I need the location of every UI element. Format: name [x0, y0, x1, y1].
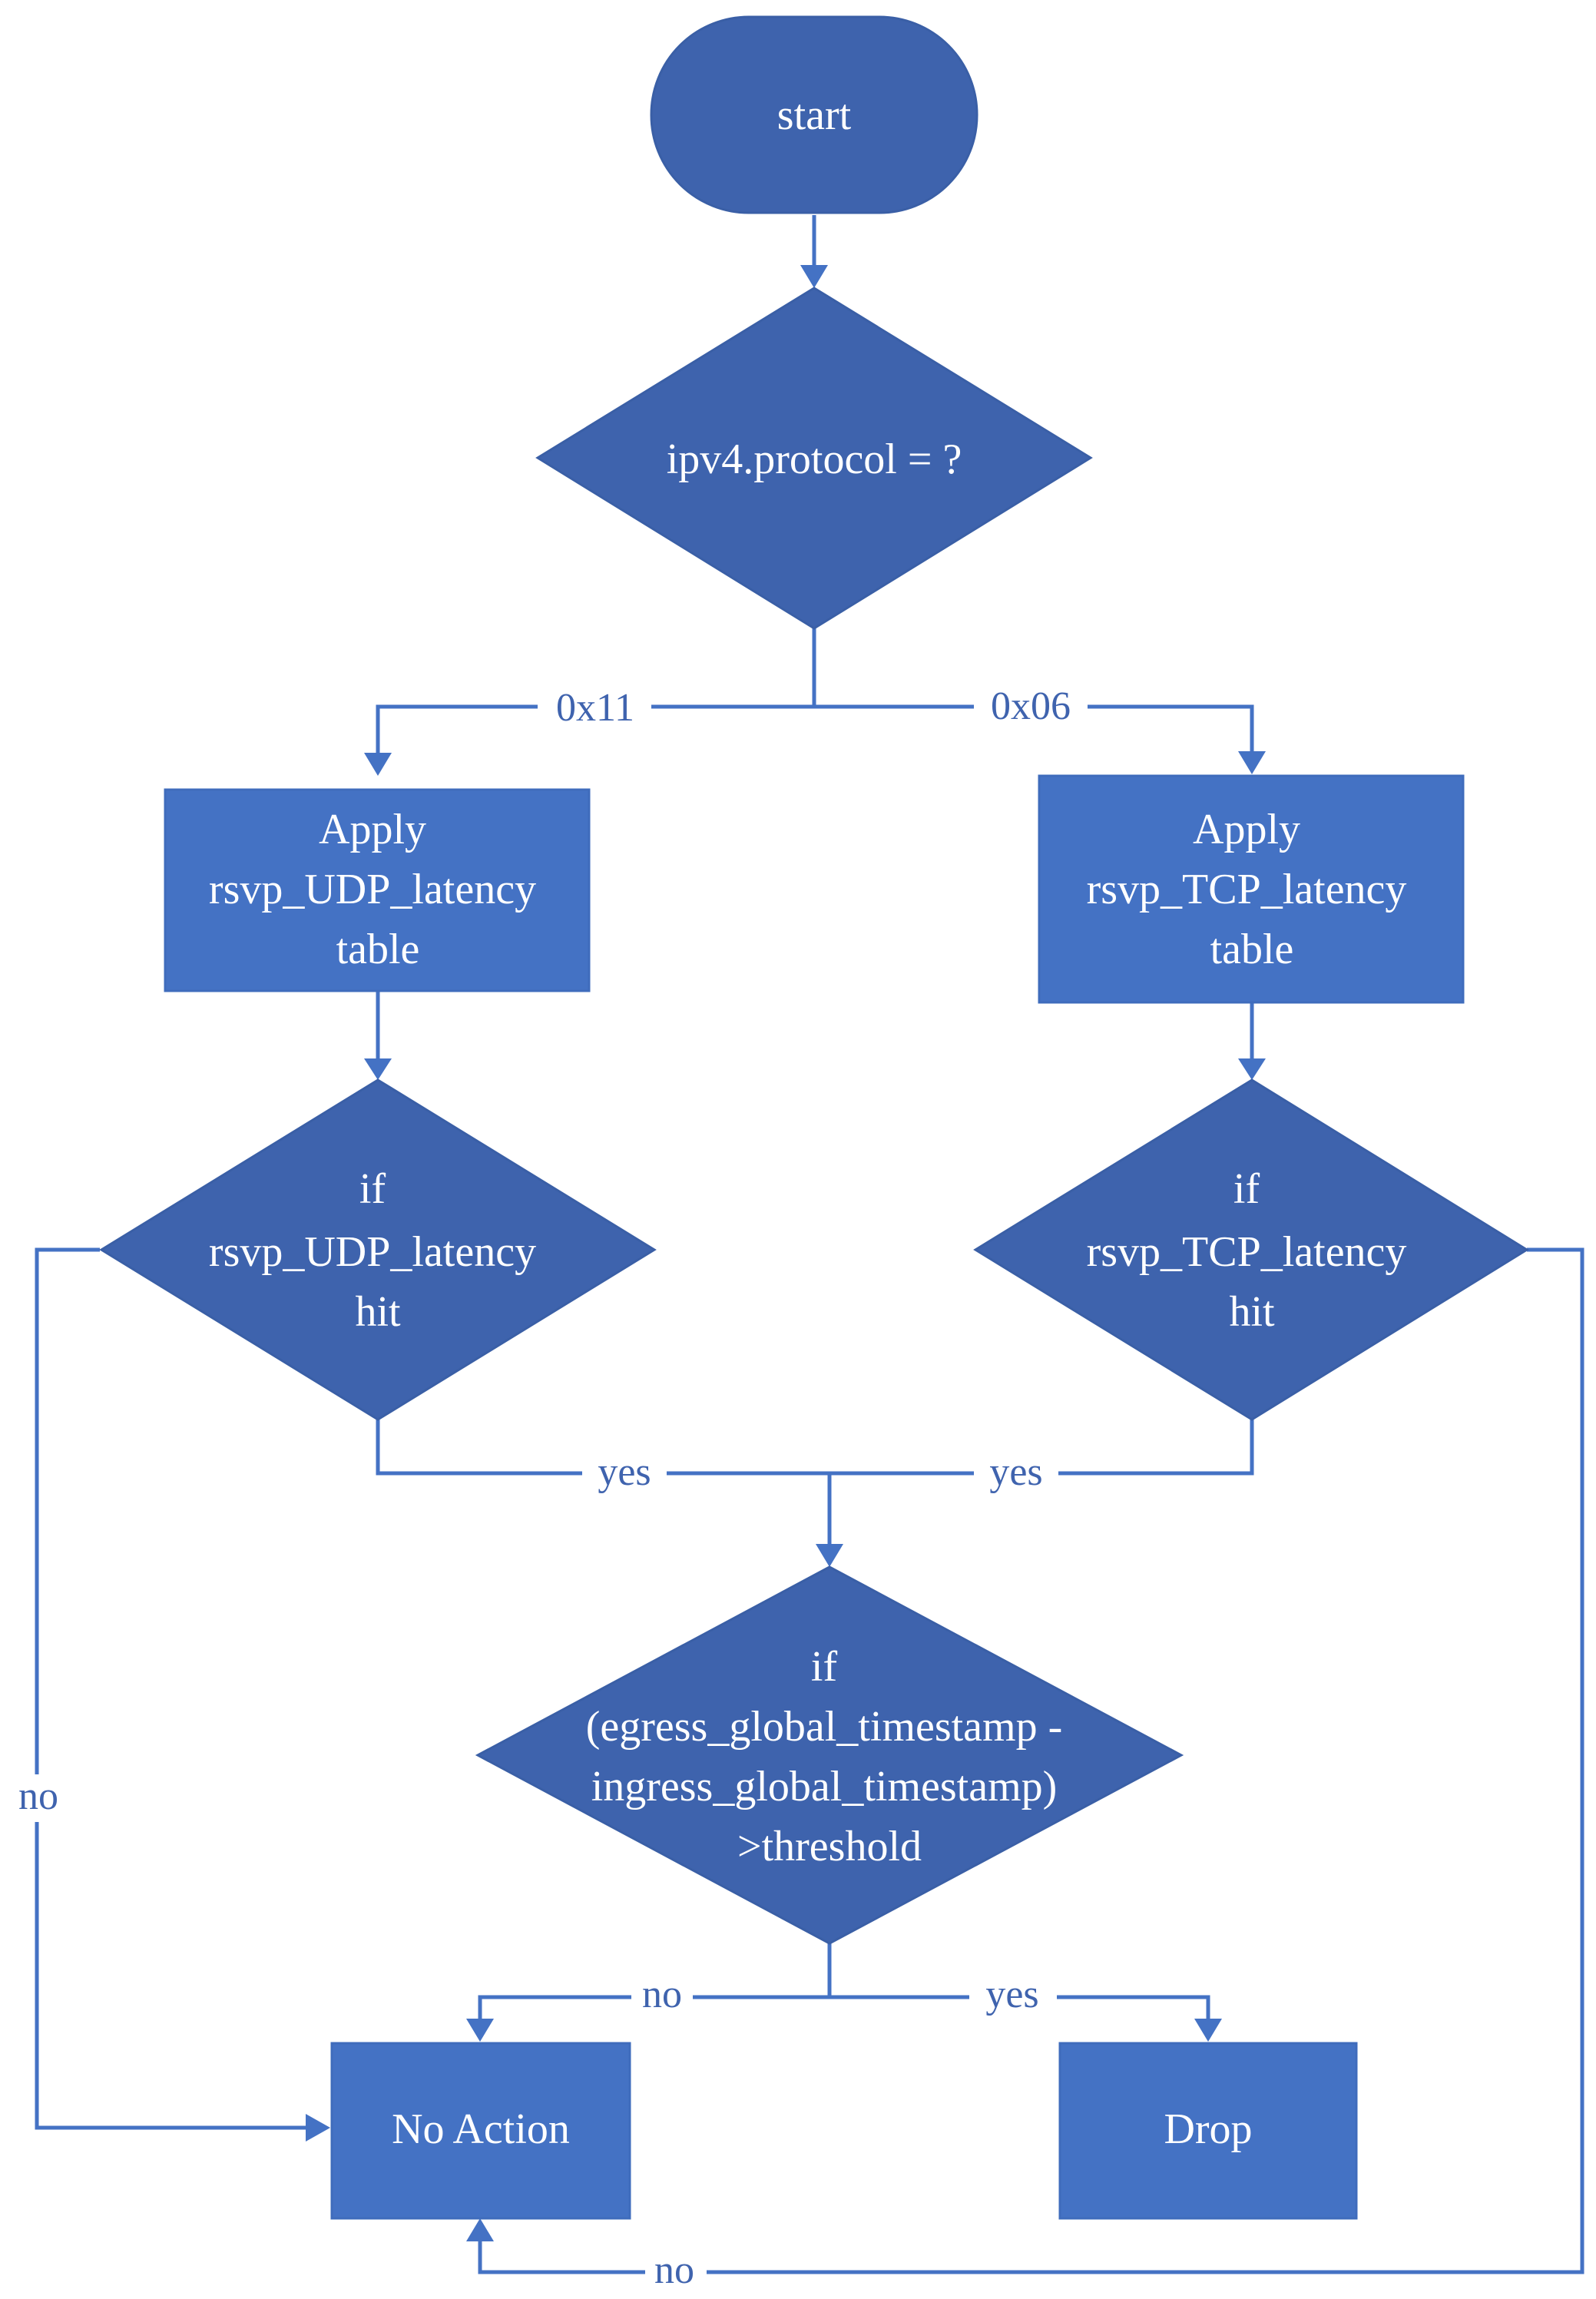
edge-label-tcp-yes: yes	[989, 1450, 1042, 1494]
edge-label-udp-branch: 0x11	[556, 686, 634, 730]
udp-hit-line-1: if	[359, 1165, 386, 1213]
arrowhead-drop	[1194, 2019, 1222, 2042]
threshold-decision-shape	[475, 1565, 1184, 1945]
apply-tcp-line-2: rsvp_TCP_latency	[1087, 866, 1407, 913]
protocol-decision-label: ipv4.protocol = ?	[667, 436, 962, 483]
edge-label-tcp-branch: 0x06	[991, 684, 1071, 728]
arrowhead-protocol	[800, 265, 828, 288]
apply-udp-node: Apply rsvp_UDP_latency table	[164, 788, 591, 992]
no-action-shape	[330, 2042, 631, 2220]
drop-shape	[1058, 2042, 1358, 2220]
apply-tcp-node: Apply rsvp_TCP_latency table	[1038, 774, 1465, 1004]
arrowhead-threshold	[816, 1544, 843, 1567]
tcp-hit-decision-label: if rsvp_TCP_latency hit	[1087, 1165, 1418, 1336]
apply-tcp-label: Apply rsvp_TCP_latency table	[1087, 806, 1418, 973]
edge-threshold-no	[478, 1995, 829, 2019]
threshold-line-3: ingress_global_timestamp)	[591, 1763, 1058, 1810]
edge-tcp-no	[478, 1247, 1584, 2274]
apply-tcp-shape	[1038, 774, 1465, 1004]
udp-hit-decision-shape	[99, 1078, 657, 1421]
apply-udp-shape	[164, 788, 591, 992]
edge-label-udp-yes: yes	[598, 1450, 651, 1494]
drop-label: Drop	[1164, 2105, 1252, 2153]
udp-hit-decision-label: if rsvp_UDP_latency hit	[209, 1165, 547, 1336]
no-action-node: No Action	[330, 2042, 631, 2220]
edge-tcp-yes	[829, 1419, 1254, 1476]
apply-udp-line-3: table	[336, 926, 420, 973]
tcp-hit-decision-shape	[973, 1078, 1529, 1421]
tcp-hit-line-2: rsvp_TCP_latency	[1087, 1228, 1407, 1276]
threshold-line-1: if	[811, 1643, 838, 1691]
apply-udp-line-2: rsvp_UDP_latency	[209, 866, 536, 913]
nodes: start ipv4.protocol = ? Apply rsvp_UDP_l…	[99, 15, 1529, 2220]
edge-labels: 0x11 0x06 yes yes no no no yes	[11, 682, 1088, 2295]
arrowhead-no-action-bottom	[466, 2218, 494, 2241]
drop-node: Drop	[1058, 2042, 1358, 2220]
arrowhead-udp-hit	[364, 1058, 392, 1080]
arrowhead-no-action-left	[306, 2114, 330, 2142]
edge-label-threshold-yes: yes	[985, 1973, 1038, 2016]
edge-protocol-to-udp	[376, 704, 814, 753]
apply-udp-line-1: Apply	[319, 806, 426, 853]
edge-label-udp-no: no	[18, 1774, 58, 1818]
udp-hit-line-2: rsvp_UDP_latency	[209, 1228, 536, 1276]
arrowhead-tcp-hit	[1238, 1058, 1266, 1080]
tcp-hit-decision: if rsvp_TCP_latency hit	[973, 1078, 1529, 1421]
threshold-decision: if (egress_global_timestamp - ingress_gl…	[475, 1565, 1184, 1945]
protocol-decision: ipv4.protocol = ?	[535, 287, 1093, 630]
edge-label-threshold-no: no	[642, 1973, 682, 2016]
start-node: start	[650, 15, 978, 214]
arrowhead-apply-tcp	[1238, 751, 1266, 774]
no-action-label: No Action	[392, 2105, 570, 2153]
edge-label-tcp-no: no	[654, 2248, 694, 2292]
tcp-hit-line-3: hit	[1229, 1288, 1275, 1336]
apply-tcp-line-1: Apply	[1193, 806, 1300, 853]
udp-hit-line-3: hit	[355, 1288, 401, 1336]
start-shape	[650, 15, 978, 214]
edge-udp-no	[35, 1247, 306, 2130]
threshold-line-2: (egress_global_timestamp -	[586, 1703, 1063, 1751]
arrowhead-no-action-top	[466, 2019, 494, 2042]
edges	[35, 215, 1584, 2274]
threshold-decision-label: if (egress_global_timestamp - ingress_gl…	[586, 1643, 1074, 1870]
start-label: start	[777, 91, 852, 139]
edge-protocol-to-tcp	[814, 704, 1254, 751]
threshold-line-4: >threshold	[737, 1823, 922, 1870]
tcp-hit-line-1: if	[1233, 1165, 1260, 1213]
edge-udp-yes	[376, 1419, 829, 1476]
udp-hit-decision: if rsvp_UDP_latency hit	[99, 1078, 657, 1421]
apply-udp-label: Apply rsvp_UDP_latency table	[209, 806, 547, 973]
edge-threshold-yes	[829, 1995, 1210, 2019]
protocol-decision-shape	[535, 287, 1093, 630]
apply-tcp-line-3: table	[1210, 926, 1294, 973]
arrowhead-apply-udp	[364, 753, 392, 776]
